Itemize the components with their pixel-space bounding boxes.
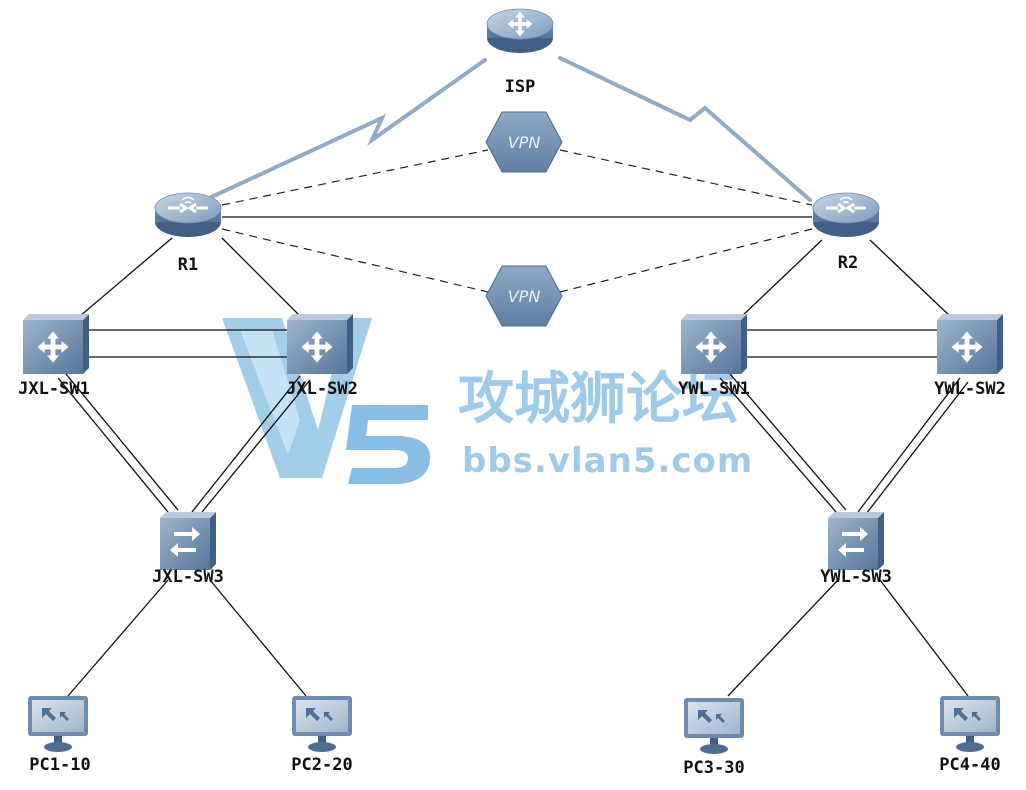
link-jxl-sw2-sw3-a	[191, 375, 301, 513]
pc1-label: PC1-10	[29, 755, 90, 775]
link-jxl-sw3-pc1	[67, 579, 169, 697]
link-jxl-sw1-sw3-a	[57, 377, 169, 513]
link-jxl-sw1-sw3-b	[65, 373, 179, 511]
pc1-computer[interactable]	[28, 696, 88, 752]
r1-router[interactable]	[154, 192, 222, 238]
link-r1-jxl-sw2	[221, 237, 301, 317]
ywl-sw2-label: YWL-SW2	[934, 379, 1006, 399]
watermark: 攻城狮论坛 bbs.vlan5.com	[222, 318, 753, 484]
watermark-logo	[222, 318, 431, 484]
serial-link-r2-isp	[558, 56, 812, 202]
router-arrows-icon	[168, 202, 208, 214]
jxl-sw1-label: JXL-SW1	[18, 379, 90, 399]
links	[57, 56, 969, 697]
pc4-computer[interactable]	[940, 696, 1000, 752]
vpn-bottom-label: VPN	[508, 287, 541, 306]
jxl-sw3-label: JXL-SW3	[152, 567, 224, 587]
pc4-label: PC4-40	[939, 755, 1000, 775]
jxl-sw2-switch[interactable]	[287, 314, 353, 374]
ywl-sw3-switch[interactable]	[828, 512, 884, 570]
r1-label: R1	[178, 255, 198, 275]
r2-router[interactable]	[812, 192, 880, 238]
pc3-label: PC3-30	[683, 758, 744, 778]
router-arrows-icon	[826, 202, 866, 214]
link-r2-ywl-sw1	[739, 239, 823, 319]
pc3-computer[interactable]	[684, 698, 744, 754]
link-r2-ywl-sw2	[869, 239, 953, 319]
ywl-sw1-switch[interactable]	[681, 314, 747, 374]
ywl-sw3-label: YWL-SW3	[820, 567, 892, 587]
pc2-label: PC2-20	[291, 755, 352, 775]
link-ywl-sw2-sw3-b	[865, 381, 969, 515]
isp-label: ISP	[505, 77, 536, 97]
isp-router[interactable]	[486, 8, 554, 54]
link-jxl-sw2-sw3-b	[201, 379, 311, 513]
link-ywl-sw3-pc4	[879, 579, 969, 697]
ywl-sw2-switch[interactable]	[937, 314, 1003, 374]
link-ywl-sw3-pc3	[727, 579, 839, 697]
vpn-top-icon[interactable]: VPN	[485, 111, 563, 173]
link-jxl-sw3-pc2	[209, 579, 307, 697]
serial-link-r1-isp	[203, 58, 487, 202]
jxl-sw3-switch[interactable]	[160, 512, 216, 570]
vpn-tunnel-bottom	[221, 228, 813, 293]
link-r1-jxl-sw1	[79, 237, 173, 317]
jxl-sw2-label: JXL-SW2	[286, 379, 358, 399]
pc2-computer[interactable]	[292, 696, 352, 752]
watermark-url: bbs.vlan5.com	[462, 441, 753, 481]
watermark-title: 攻城狮论坛	[458, 367, 738, 432]
r2-label: R2	[838, 253, 858, 273]
vpn-tunnel-top	[221, 149, 813, 206]
link-ywl-sw1-sw3-b	[729, 373, 847, 511]
ywl-sw1-label: YWL-SW1	[678, 379, 750, 399]
vpn-bottom-icon[interactable]: VPN	[485, 265, 563, 327]
link-ywl-sw2-sw3-a	[857, 377, 961, 513]
link-ywl-sw1-sw3-a	[719, 377, 837, 513]
vpn-top-label: VPN	[508, 133, 541, 152]
jxl-sw1-switch[interactable]	[23, 314, 89, 374]
